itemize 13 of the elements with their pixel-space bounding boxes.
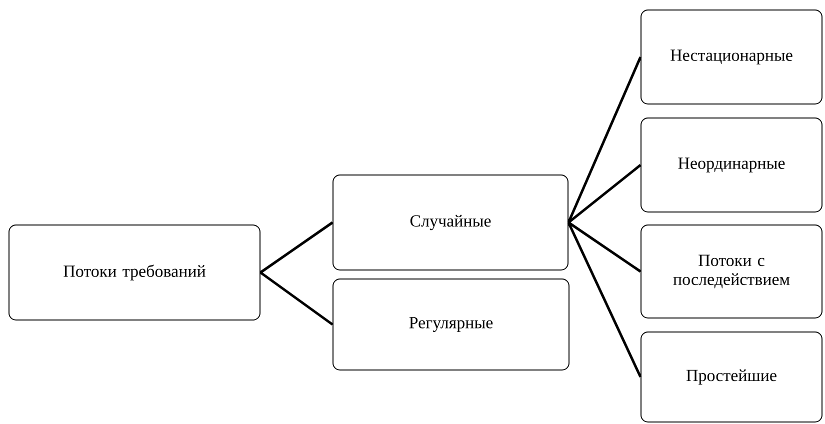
connector-line [260, 271, 334, 326]
connector-line [568, 164, 642, 224]
process-box: Потоки требований [8, 224, 260, 320]
connector-line [260, 221, 334, 274]
process-box: Простейшие [640, 332, 822, 422]
process-box: Нестационарные [640, 10, 822, 104]
connector-line [568, 221, 642, 273]
process-box: Регулярные [332, 278, 570, 370]
process-box: Потоки с последействием [640, 224, 822, 318]
process-box: Неординарные [640, 118, 822, 212]
process-box: Случайные [332, 174, 568, 270]
connector-line [567, 222, 642, 378]
connector-line [567, 56, 642, 224]
